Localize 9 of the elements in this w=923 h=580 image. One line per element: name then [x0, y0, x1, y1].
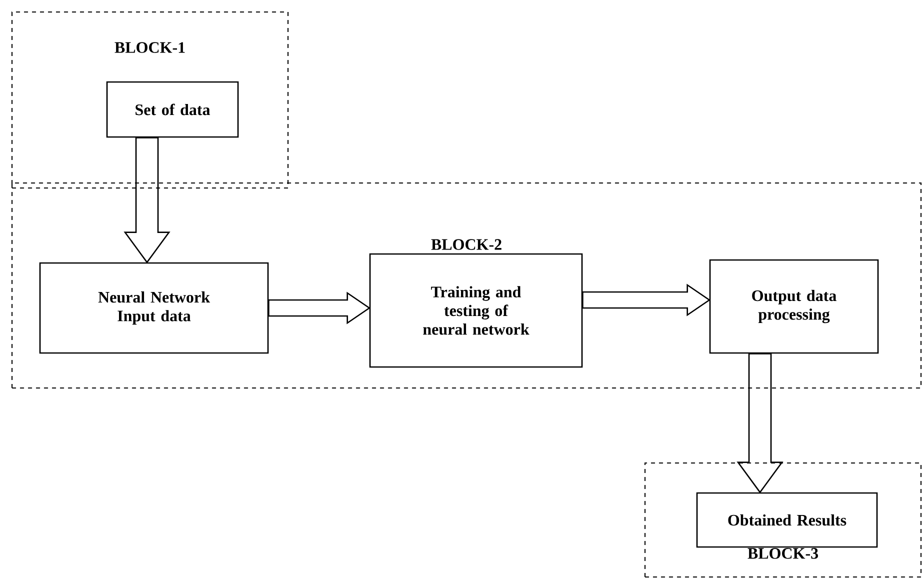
process-box: Output data processing [709, 259, 879, 354]
process-box: Training and testing of neural network [369, 253, 583, 368]
process-box: Obtained Results [696, 492, 878, 548]
process-box: Set of data [106, 81, 239, 138]
hollow-arrow [124, 136, 170, 264]
hollow-arrow [736, 353, 784, 494]
process-box: Neural Network Input data [39, 262, 269, 354]
hollow-arrow [582, 284, 711, 316]
hollow-arrow [268, 292, 371, 324]
